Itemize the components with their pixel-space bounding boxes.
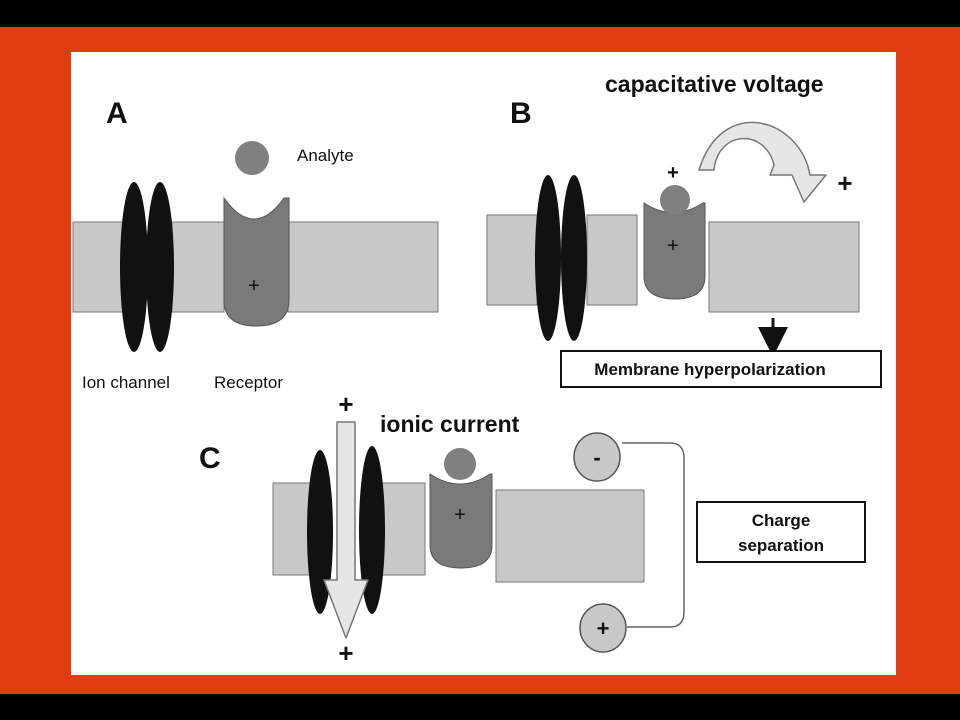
membrane-block [495,489,645,583]
receptor-label: Receptor [214,373,283,392]
analyte-charge: + [667,162,679,184]
receptor-charge: + [248,275,260,297]
positive-ion-sign: + [597,616,610,641]
receptor [223,196,290,327]
panel-c-letter: C [199,442,221,475]
capacitative-arrow [698,121,827,203]
membrane-block [171,221,225,313]
hyperpolarization-label: Membrane hyperpolarization [594,360,825,379]
negative-ion [573,432,621,482]
ionic-current-arrow [323,421,369,639]
membrane-block [586,214,638,306]
receptor-charge: + [454,504,466,526]
bound-analyte [660,185,690,215]
panel-b: B capacitative voltage + + + Membrane hy… [486,71,882,388]
membrane-block [486,214,538,306]
hyperpolarization-box [560,350,882,388]
ionic-current-title: ionic current [380,411,520,437]
panel-a-letter: A [106,97,128,130]
ion-channel-subunit [359,446,385,614]
charge-separation-line2: separation [738,536,824,555]
analyte-label: Analyte [297,146,354,165]
charge-separation-box [696,501,866,563]
ion-channel-label: Ion channel [82,373,170,392]
panel-c: C ionic current + + + - + Charge separat… [199,389,866,668]
ion-channel-subunit [561,175,587,341]
charge-bracket [622,442,685,628]
ion-channel-subunit [307,450,333,614]
positive-ion [579,603,627,653]
bottom-charge: + [338,638,353,668]
receptor-charge: + [667,235,679,257]
side-charge: + [837,168,852,198]
analyte-molecule [235,141,269,175]
membrane-block [287,221,439,313]
panel-a: A + Analyte Ion channel Receptor [72,97,439,392]
ion-channel-subunit [146,182,174,352]
top-charge: + [338,389,353,419]
charge-separation-line1: Charge [752,511,811,530]
bound-analyte [444,448,476,480]
membrane-block [708,221,860,313]
panel-b-letter: B [510,97,532,130]
capacitative-voltage-title: capacitative voltage [605,71,824,97]
ion-channel-subunit [120,182,148,352]
ion-channel-subunit [535,175,561,341]
negative-ion-sign: - [593,445,600,470]
receptor [429,473,493,569]
